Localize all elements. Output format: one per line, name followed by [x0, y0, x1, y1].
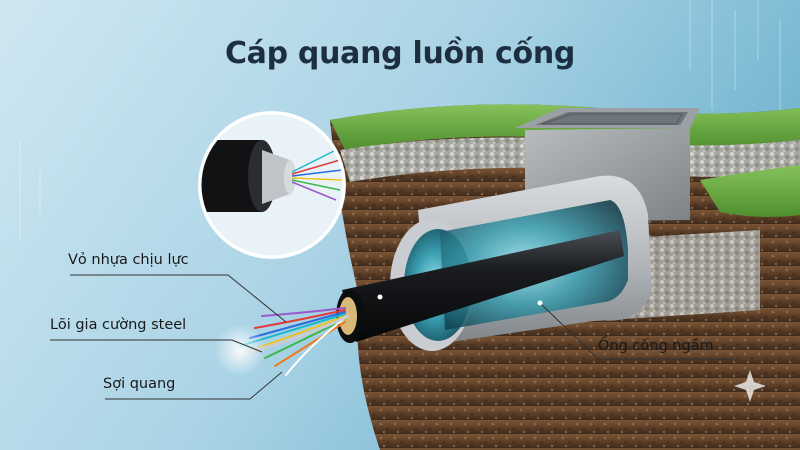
- label-outer-jacket: Vỏ nhựa chịu lực: [68, 252, 189, 268]
- label-underground-duct: Ống cống ngầm: [598, 338, 714, 354]
- cable-cross-section-icon: [198, 111, 346, 259]
- digital-pattern: [19, 0, 781, 240]
- light-glow: [214, 324, 266, 376]
- label-optical-fiber: Sợi quang: [103, 376, 176, 392]
- leader-lines: [50, 274, 733, 400]
- leader-dot: [537, 300, 543, 306]
- label-steel-core: Lõi gia cường steel: [50, 317, 187, 333]
- page-title: Cáp quang luồn cống: [224, 36, 576, 71]
- four-point-star-icon: [734, 370, 766, 402]
